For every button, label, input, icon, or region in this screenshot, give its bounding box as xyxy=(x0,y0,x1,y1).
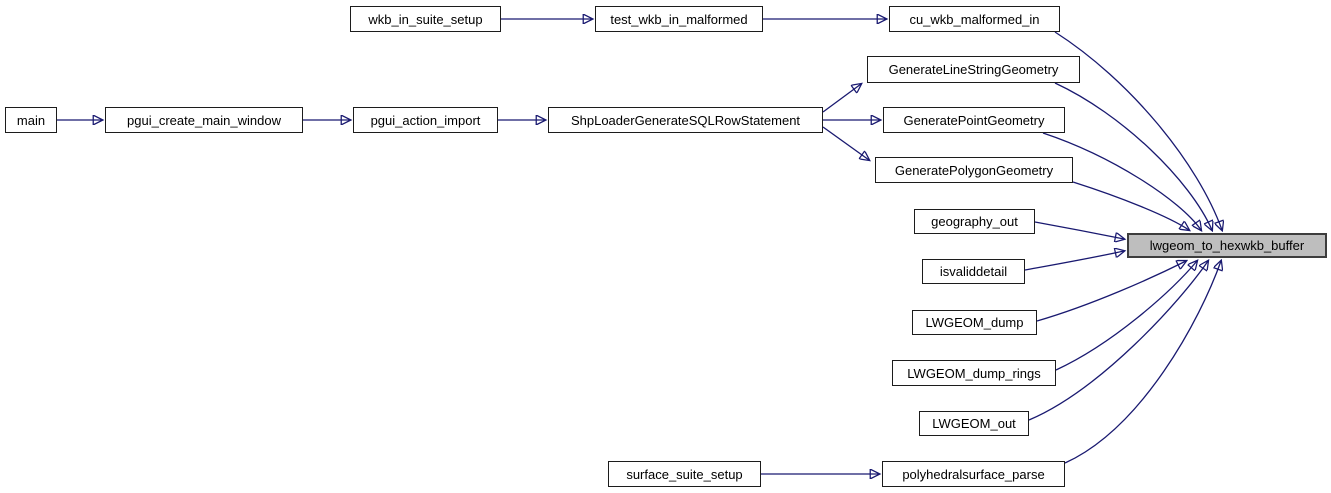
edge-LWGEOM_dump_rings-to-lwgeom_to_hexwkb_buffer xyxy=(1055,261,1197,371)
edge-ShpLoaderGenerateSQLRowStatement-to-GenerateLineStringGeometry xyxy=(822,84,861,113)
graph-node-lwgeom_to_hexwkb_buffer-highlighted: lwgeom_to_hexwkb_buffer xyxy=(1127,233,1327,258)
graph-node-cu_wkb_malformed_in[interactable]: cu_wkb_malformed_in xyxy=(889,6,1060,32)
edge-geography_out-to-lwgeom_to_hexwkb_buffer xyxy=(1034,221,1124,239)
graph-node-LWGEOM_out[interactable]: LWGEOM_out xyxy=(919,411,1029,436)
graph-node-test_wkb_in_malformed[interactable]: test_wkb_in_malformed xyxy=(595,6,763,32)
graph-node-LWGEOM_dump[interactable]: LWGEOM_dump xyxy=(912,310,1037,335)
graph-node-main[interactable]: main xyxy=(5,107,57,133)
graph-node-surface_suite_setup[interactable]: surface_suite_setup xyxy=(608,461,761,487)
edge-polyhedralsurface_parse-to-lwgeom_to_hexwkb_buffer xyxy=(1064,261,1221,464)
graph-node-pgui_action_import[interactable]: pgui_action_import xyxy=(353,107,498,133)
graph-node-wkb_in_suite_setup[interactable]: wkb_in_suite_setup xyxy=(350,6,501,32)
edge-LWGEOM_dump-to-lwgeom_to_hexwkb_buffer xyxy=(1036,261,1186,322)
edge-isvaliddetail-to-lwgeom_to_hexwkb_buffer xyxy=(1024,251,1124,271)
graph-node-ShpLoaderGenerateSQLRowStatement[interactable]: ShpLoaderGenerateSQLRowStatement xyxy=(548,107,823,133)
graph-node-isvaliddetail[interactable]: isvaliddetail xyxy=(922,259,1025,284)
graph-node-GeneratePolygonGeometry[interactable]: GeneratePolygonGeometry xyxy=(875,157,1073,183)
edge-GenerateLineStringGeometry-to-lwgeom_to_hexwkb_buffer xyxy=(1054,82,1212,230)
edge-ShpLoaderGenerateSQLRowStatement-to-GeneratePolygonGeometry xyxy=(822,126,869,160)
edge-GeneratePolygonGeometry-to-lwgeom_to_hexwkb_buffer xyxy=(1072,181,1189,230)
edge-LWGEOM_out-to-lwgeom_to_hexwkb_buffer xyxy=(1028,261,1208,421)
graph-node-pgui_create_main_window[interactable]: pgui_create_main_window xyxy=(105,107,303,133)
graph-node-LWGEOM_dump_rings[interactable]: LWGEOM_dump_rings xyxy=(892,360,1056,386)
graph-node-GeneratePointGeometry[interactable]: GeneratePointGeometry xyxy=(883,107,1065,133)
graph-node-GenerateLineStringGeometry[interactable]: GenerateLineStringGeometry xyxy=(867,56,1080,83)
graph-node-polyhedralsurface_parse[interactable]: polyhedralsurface_parse xyxy=(882,461,1065,487)
graph-node-geography_out[interactable]: geography_out xyxy=(914,209,1035,234)
edge-cu_wkb_malformed_in-to-lwgeom_to_hexwkb_buffer xyxy=(1054,31,1222,230)
